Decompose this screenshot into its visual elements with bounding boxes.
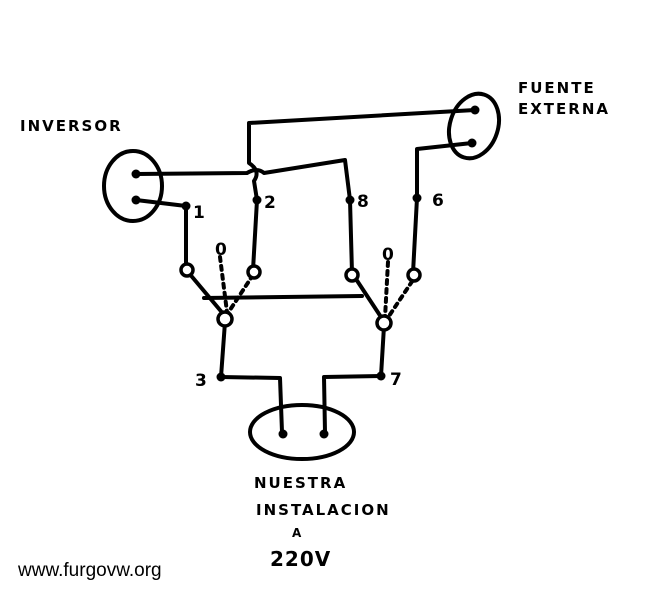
nuestra-instalacion-socket [248,403,356,461]
terminal-3-label: 3 [195,371,207,391]
label-fuente: FUENTE [518,79,596,97]
fuente-externa-plug [447,91,501,161]
label-externa: EXTERNA [518,100,610,118]
switch-alternate-positions [218,255,415,324]
terminal-8-label: 8 [357,192,369,212]
label-a: A [292,526,302,540]
terminal-dots [181,193,422,382]
switch-contacts [179,262,422,332]
terminal-1-label: 1 [193,203,205,223]
website-watermark: www.furgovw.org [18,560,162,581]
label-nuestra: NUESTRA [254,474,347,492]
label-voltage: 220V [270,547,331,571]
terminal-2-label: 2 [264,193,276,213]
terminal-6-label: 6 [432,191,444,211]
switch-right-off-mark: 0 [382,245,394,265]
switch-left-off-mark: 0 [215,240,227,260]
wires [134,108,477,434]
label-inversor: INVERSOR [20,117,123,135]
terminal-7-label: 7 [390,370,402,390]
inversor-plug [102,149,164,223]
label-instalacion: INSTALACION [256,501,391,519]
